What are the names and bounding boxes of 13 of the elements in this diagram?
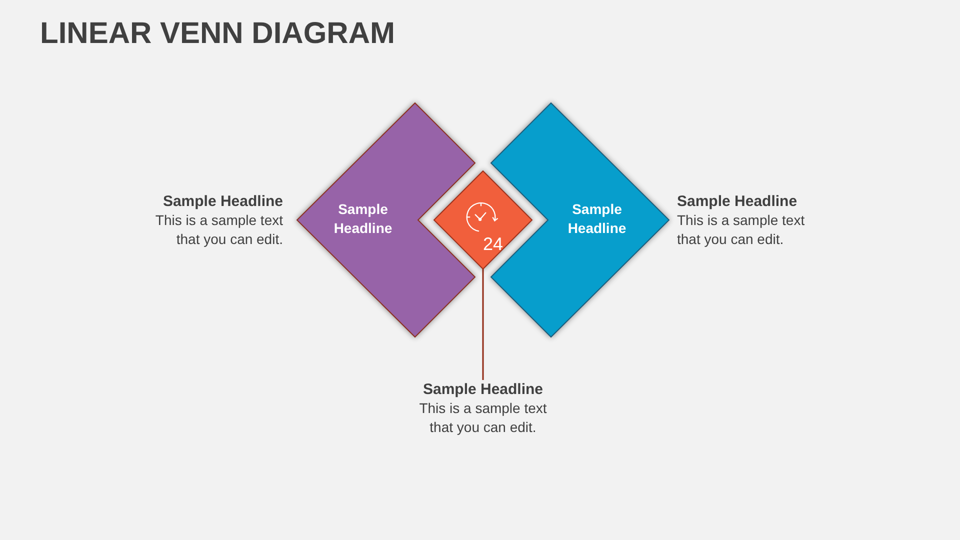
side-text: This is a sample text that you can edit. (677, 211, 806, 249)
shape-headline: Sample Headline (566, 200, 628, 238)
side-headline: Sample Headline (677, 192, 798, 211)
notched-diamond-shape (297, 103, 475, 337)
diamond-shape (434, 171, 532, 269)
side-text: This is a sample text that you can edit. (154, 211, 283, 249)
hour-count: 24 (482, 235, 504, 253)
headline: Sample Headline (422, 380, 544, 399)
body-text: This is a sample text that you can edit. (418, 399, 548, 437)
shape-headline: Sample Headline (332, 200, 394, 238)
leader-line (482, 269, 484, 380)
side-headline: Sample Headline (162, 192, 283, 211)
title: LINEAR VENN DIAGRAM (40, 19, 396, 49)
